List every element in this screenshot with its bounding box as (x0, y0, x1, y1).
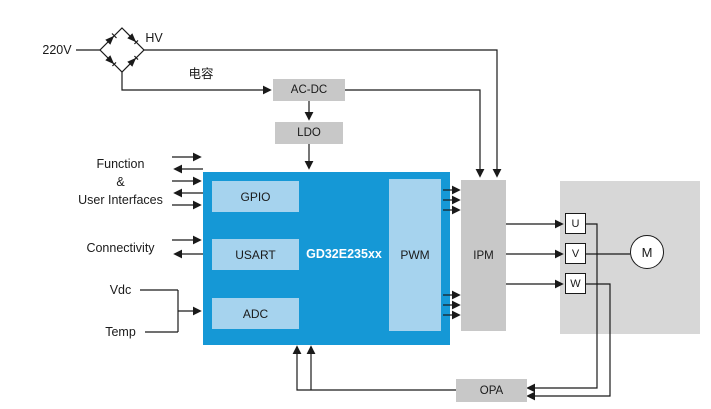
usart-block: USART (212, 239, 299, 270)
acdc-block: AC-DC (273, 79, 345, 101)
connectivity-label: Connectivity (86, 241, 155, 255)
mains-voltage-label: 220V (42, 43, 72, 57)
phase-u-block: U (565, 213, 586, 234)
ldo-block: LDO (275, 122, 343, 144)
wire-hv-to-ipm (144, 49, 502, 178)
wire-sense-u-to-opa (526, 223, 598, 393)
adc-block: ADC (212, 298, 299, 329)
hv-label: HV (145, 31, 163, 45)
ampersand-label: & (116, 175, 125, 189)
wire-sense-w-to-opa (526, 283, 611, 401)
function-label: Function (96, 157, 145, 171)
motor-block: M (630, 235, 664, 269)
mcu-part-number-label: GD32E235xx (306, 247, 382, 261)
temp-label: Temp (105, 325, 136, 339)
pwm-block: PWM (389, 179, 441, 331)
user-interfaces-label: User Interfaces (78, 193, 163, 207)
wire-bridge-to-acdc (121, 72, 272, 95)
bridge-rectifier-icon (99, 27, 145, 73)
wire-opa-to-adc-1 (292, 345, 456, 391)
wire-acdc-to-ipm (345, 89, 485, 178)
gpio-block: GPIO (212, 181, 299, 212)
capacitor-label: 电容 (188, 67, 214, 81)
opa-block: OPA (456, 379, 527, 402)
ipm-block: IPM (461, 180, 506, 331)
diode-triangles-icon (105, 33, 137, 67)
vdc-label: Vdc (109, 283, 132, 297)
phase-v-block: V (565, 243, 586, 264)
phase-w-block: W (565, 273, 586, 294)
